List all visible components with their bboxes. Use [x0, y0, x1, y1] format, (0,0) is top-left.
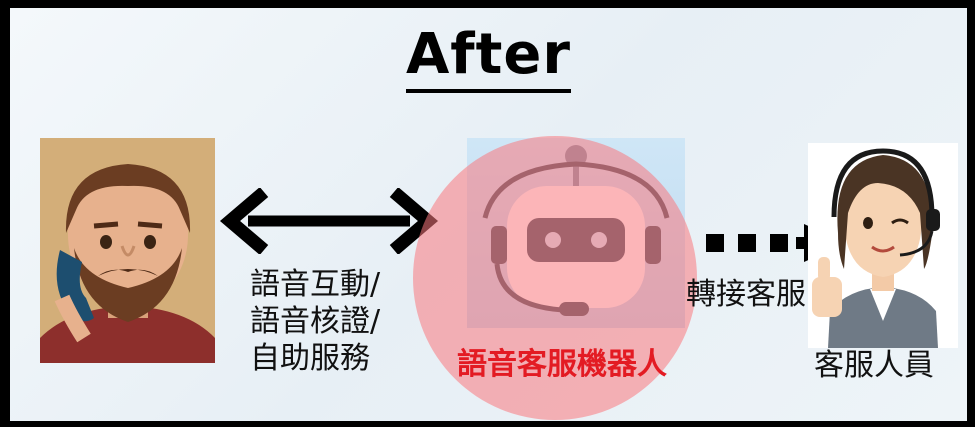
transfer-label: 轉接客服 [686, 277, 806, 312]
customer-service-agent-icon [808, 143, 958, 348]
diagram-frame: After [8, 6, 969, 423]
caller-man-icon [40, 138, 215, 363]
page-title: After [10, 22, 967, 93]
two-way-arrow-icon [219, 188, 439, 254]
robot-label: 語音客服機器人 [457, 347, 667, 382]
interaction-label: 語音互動/ 語音核證/ 自助服務 [250, 266, 380, 377]
interaction-label-line-2: 語音核證/ [250, 304, 381, 339]
robot-highlight-circle [413, 136, 697, 420]
agent-label: 客服人員 [814, 348, 934, 383]
interaction-label-line-1: 語音互動/ [250, 267, 381, 302]
interaction-label-line-3: 自助服務 [250, 341, 370, 376]
title-text: After [405, 22, 572, 93]
